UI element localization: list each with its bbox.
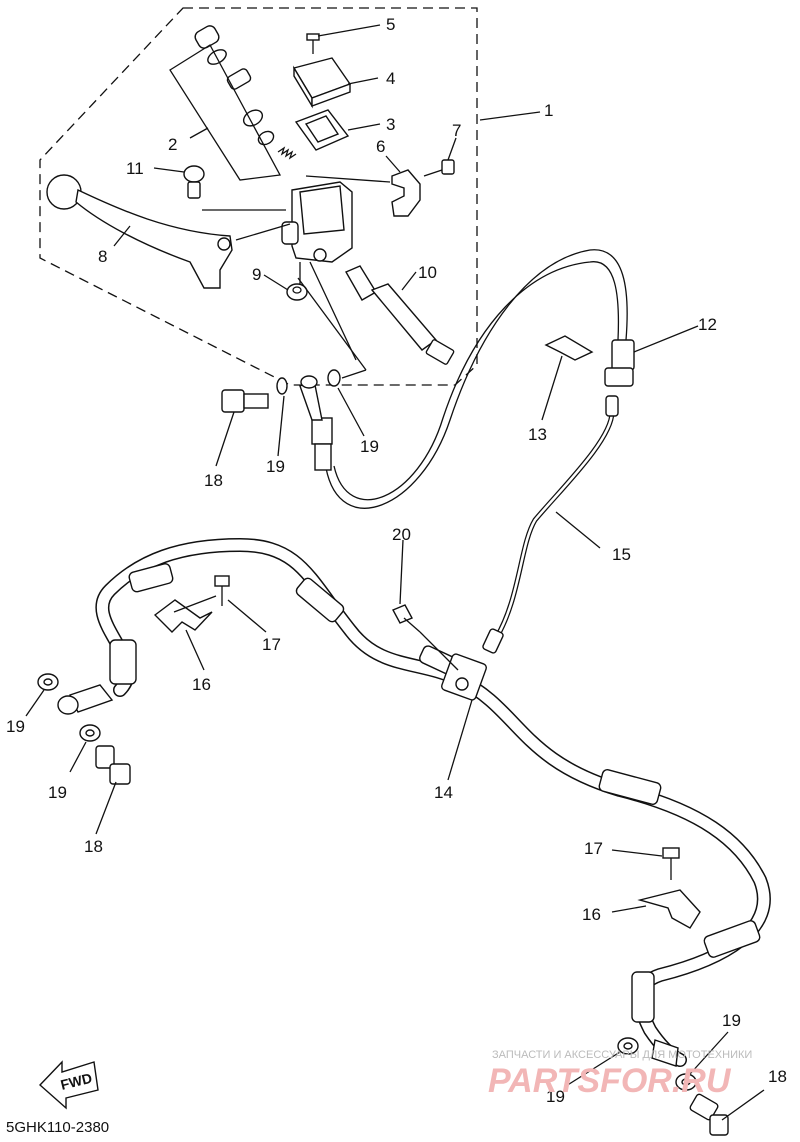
hose-sleeve	[314, 443, 332, 471]
holder-bolt	[423, 159, 455, 177]
union-bolt-right	[689, 1093, 729, 1136]
callout-17-left: 17	[262, 635, 281, 654]
callout-14: 14	[434, 783, 453, 802]
brake-pipe	[482, 395, 619, 654]
upper-brake-hose	[299, 249, 628, 509]
bolt-20	[392, 604, 421, 633]
clip	[544, 335, 594, 361]
bolt-17-left	[214, 575, 230, 606]
callout-15: 15	[612, 545, 631, 564]
leader-lines	[25, 24, 765, 1121]
banjo-eye-right	[651, 1039, 679, 1067]
callout-19-right: 19	[722, 1011, 741, 1030]
callout-5: 5	[386, 15, 395, 34]
union-bolt-left	[95, 745, 131, 785]
callouts: 1 2 3 4 5 6 7 8 9 10 11 12 13 14 15 16 1…	[6, 15, 787, 1106]
callout-19-upper-left: 19	[266, 457, 285, 476]
guide-lines	[173, 175, 459, 671]
callout-18-left: 18	[84, 837, 103, 856]
clamp-right	[637, 889, 701, 929]
diagram-code: 5GHK110-2380	[6, 1119, 109, 1136]
washers	[37, 369, 697, 1091]
callout-8: 8	[98, 247, 107, 266]
callout-4: 4	[386, 69, 395, 88]
brake-switch	[345, 265, 455, 365]
callout-20: 20	[392, 525, 411, 544]
callout-19-upper-right: 19	[360, 437, 379, 456]
watermark-tagline: ЗАПЧАСТИ И АКСЕССУАРЫ ДЛЯ МОТОТЕХНИКИ	[492, 1049, 752, 1061]
callout-18-right: 18	[768, 1067, 787, 1086]
callout-3: 3	[386, 115, 395, 134]
fwd-arrow: FWD	[38, 1060, 99, 1110]
callout-16-right: 16	[582, 905, 601, 924]
callout-1: 1	[544, 101, 553, 120]
callout-2: 2	[168, 135, 177, 154]
master-cylinder	[281, 181, 353, 263]
reservoir-cap	[292, 57, 352, 109]
pivot-bolt	[183, 165, 286, 211]
callout-19-bottom: 19	[546, 1087, 565, 1106]
pivot-nut	[286, 283, 308, 301]
handlebar-holder	[391, 169, 421, 217]
callout-13: 13	[528, 425, 547, 444]
callout-10: 10	[418, 263, 437, 282]
callout-19-left: 19	[6, 717, 25, 736]
assembly-boundary	[39, 7, 478, 386]
hose-joint	[604, 339, 635, 387]
watermark-logo: PARTSFOR.RU	[488, 1062, 732, 1100]
pipe-nut-lower	[482, 628, 504, 654]
clamp-left	[153, 599, 213, 633]
bolt-17-right	[662, 847, 680, 880]
fwd-label: FWD	[59, 1070, 94, 1093]
union-bolt-upper	[221, 389, 269, 413]
callout-7: 7	[452, 121, 461, 140]
callout-19-left-lower: 19	[48, 783, 67, 802]
callout-18-upper: 18	[204, 471, 223, 490]
screw-5	[306, 33, 320, 54]
callout-9: 9	[252, 265, 261, 284]
callout-16-left: 16	[192, 675, 211, 694]
pipe-nut-upper	[605, 395, 619, 417]
callout-11: 11	[126, 159, 144, 178]
brake-lever	[46, 174, 233, 289]
piston-kit	[169, 25, 297, 181]
hose-fitting-top	[311, 417, 333, 445]
watermark: ЗАПЧАСТИ И АКСЕССУАРЫ ДЛЯ МОТОТЕХНИКИ PA…	[488, 1049, 752, 1100]
diaphragm	[294, 109, 350, 151]
callout-12: 12	[698, 315, 717, 334]
callout-6: 6	[376, 137, 385, 156]
callout-17-right: 17	[584, 839, 603, 858]
